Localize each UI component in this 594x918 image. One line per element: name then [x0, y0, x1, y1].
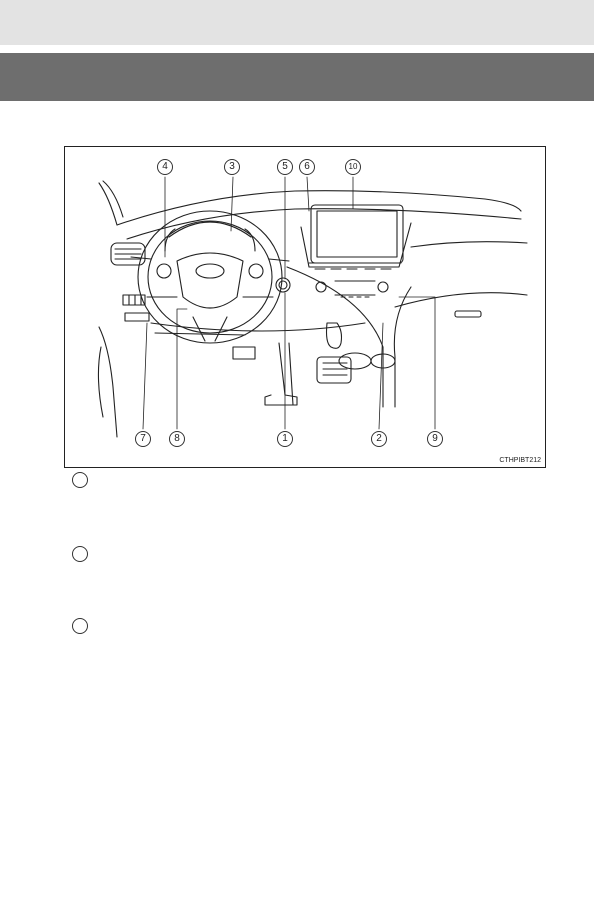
callout-9 — [427, 431, 443, 447]
callout-3 — [224, 159, 240, 175]
door-line — [98, 326, 118, 438]
cup-holder-1 — [338, 352, 372, 370]
list-bullet-1 — [72, 472, 88, 488]
dash-top — [116, 190, 522, 226]
callout-10 — [345, 159, 361, 175]
figure-code: CTHPIBT212 — [499, 457, 541, 464]
callout-8 — [169, 431, 185, 447]
glove-box-handle — [454, 310, 482, 318]
list-bullet-3 — [72, 618, 88, 634]
callout-number: 7 — [140, 433, 146, 444]
top-gray-band — [0, 0, 594, 45]
callout-number: 1 — [282, 433, 288, 444]
callout-number: 4 — [162, 161, 168, 172]
meter-hood — [168, 221, 252, 238]
callout-number: 10 — [348, 162, 358, 171]
callout-5 — [277, 159, 293, 175]
leader-lines — [142, 176, 436, 430]
callout-number: 2 — [376, 433, 382, 444]
center-display — [310, 204, 404, 264]
left-switch-panel — [122, 294, 146, 306]
steering-wheel — [137, 210, 283, 344]
a-pillar-line — [98, 182, 118, 226]
cup-holder-2 — [370, 353, 396, 369]
callout-2 — [371, 431, 387, 447]
callout-7 — [135, 431, 151, 447]
list-bullet-2 — [72, 546, 88, 562]
shift-lever — [325, 322, 343, 349]
console-left-edge — [286, 266, 384, 408]
audio-knob-left — [315, 281, 327, 293]
engine-switch — [275, 277, 291, 293]
callout-number: 6 — [304, 161, 310, 172]
callout-4 — [157, 159, 173, 175]
audio-knob-right — [377, 281, 389, 293]
callout-number: 9 — [432, 433, 438, 444]
callout-number: 8 — [174, 433, 180, 444]
left-vent — [110, 242, 146, 266]
section-header-bar — [0, 53, 594, 101]
dashboard-illustration: CTHPIBT212 1 2 3 4 5 6 7 8 9 10 — [64, 146, 546, 468]
console-right-edge — [393, 286, 412, 408]
dashboard-drawing — [97, 176, 528, 438]
steering-logo — [195, 263, 225, 279]
callout-1 — [277, 431, 293, 447]
callout-number: 3 — [229, 161, 235, 172]
callout-6 — [299, 159, 315, 175]
steering-hub — [176, 252, 244, 309]
brake-pedal — [232, 346, 256, 360]
callout-number: 5 — [282, 161, 288, 172]
